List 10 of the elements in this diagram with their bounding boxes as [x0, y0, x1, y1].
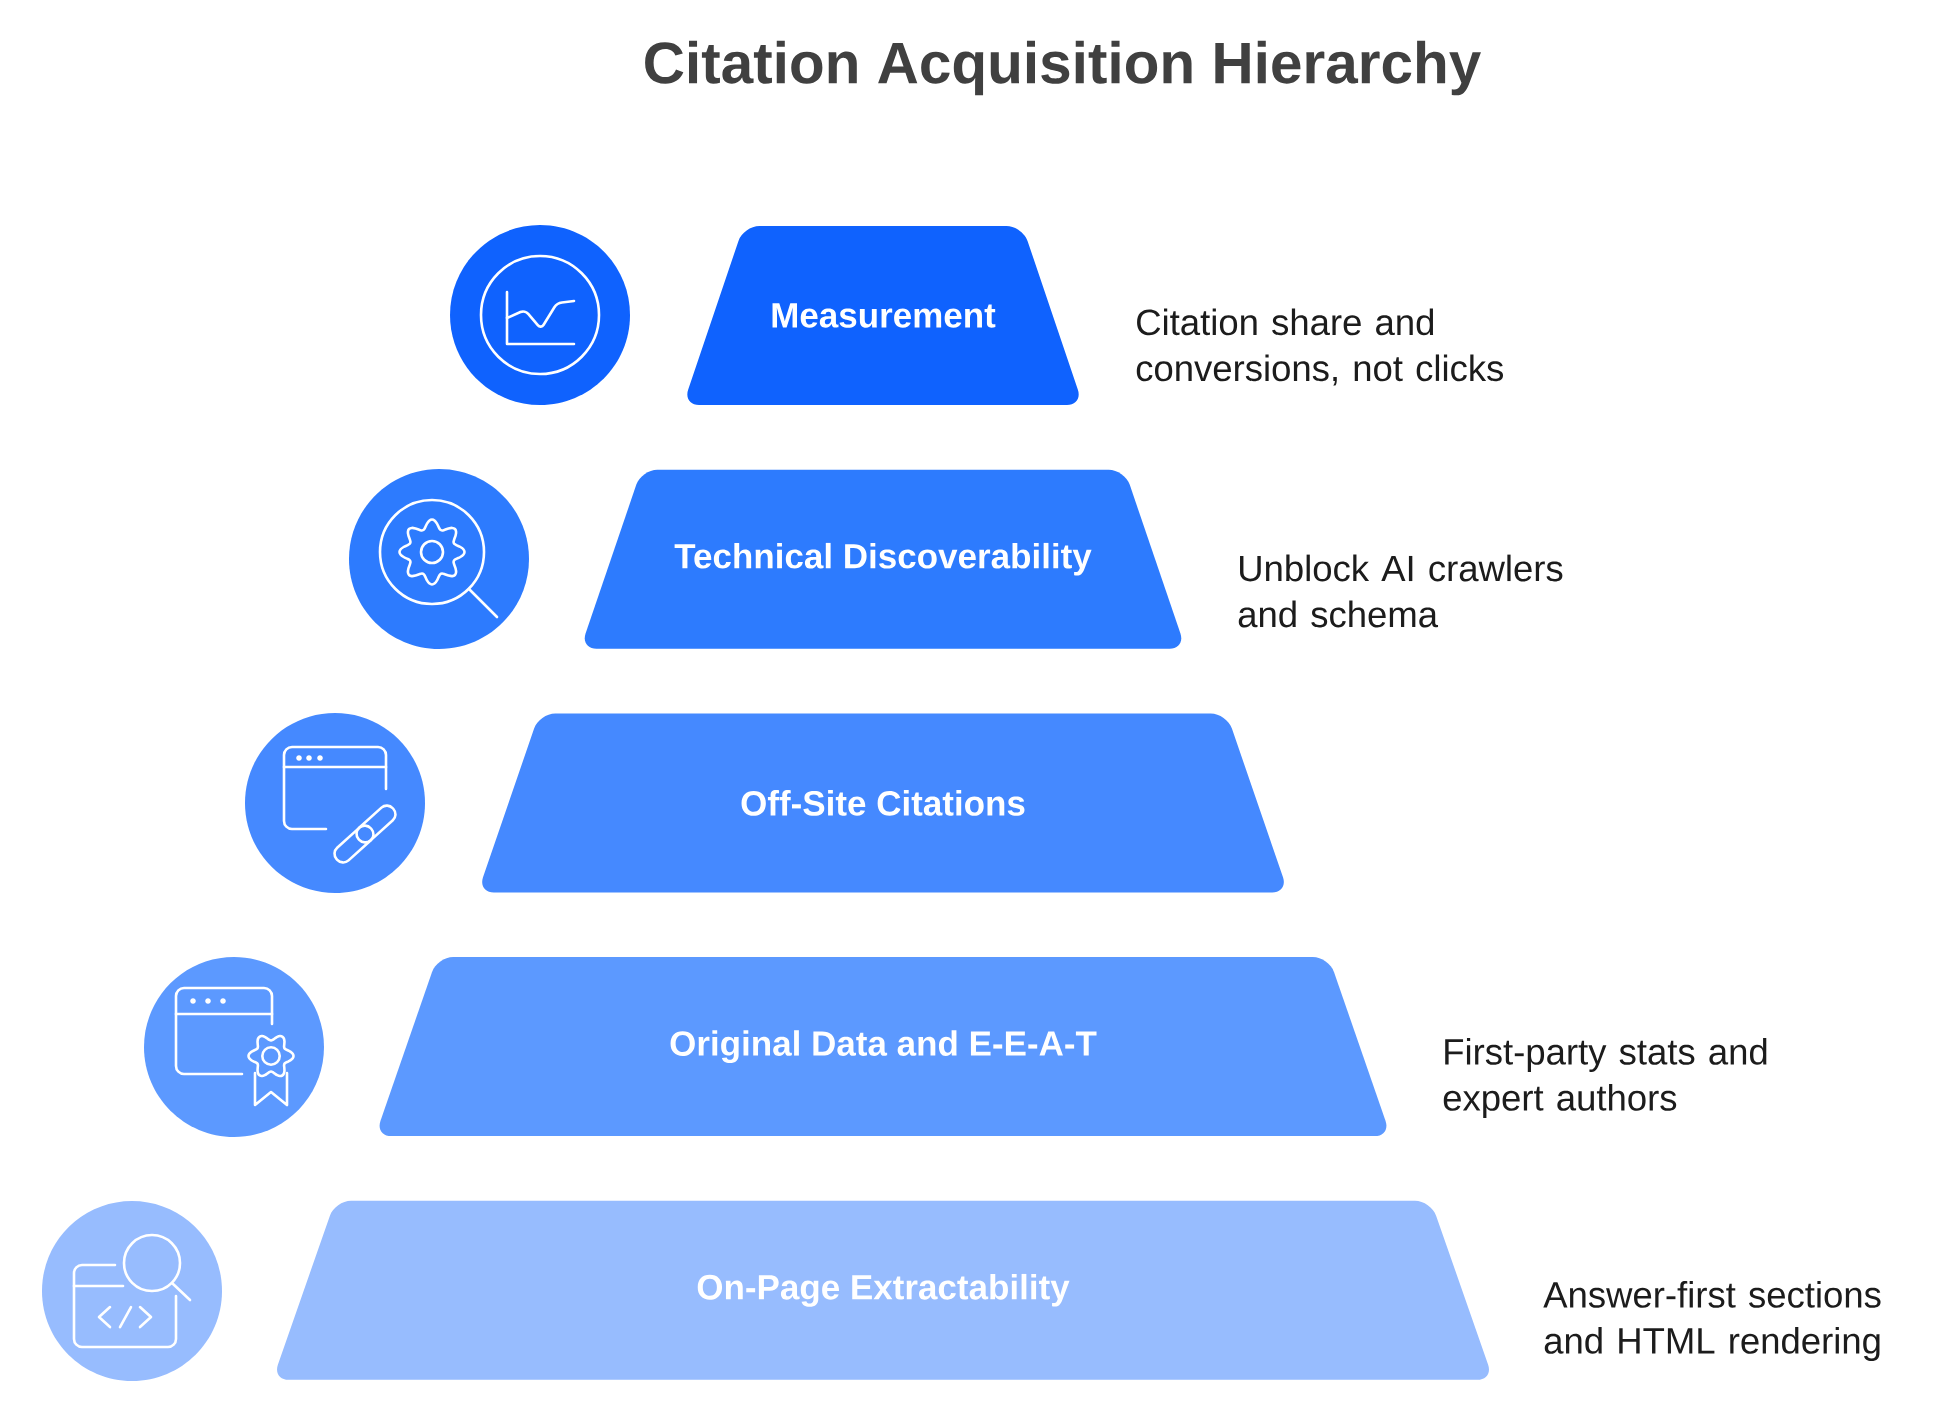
pyramid-layer: Off-Site Citations	[482, 713, 1284, 893]
pyramid-layer: Technical Discoverability	[584, 469, 1182, 649]
pyramid-layer: On-Page Extractability	[277, 1200, 1489, 1380]
pyramid-layer: Original Data and E-E-A-T	[379, 957, 1387, 1137]
description-text: Answer-first sections and HTML rendering	[1543, 1281, 1881, 1362]
title: Citation Acquisition Hierarchy	[645, 40, 1481, 96]
description-text: Unblock AI crawlers and schema	[1238, 554, 1563, 628]
pyramid-layer: Measurement	[687, 226, 1079, 405]
description-text: First-party stats and expert authors	[1443, 1038, 1767, 1119]
description-text: Citation share and conversions, not clicks	[1136, 308, 1503, 386]
